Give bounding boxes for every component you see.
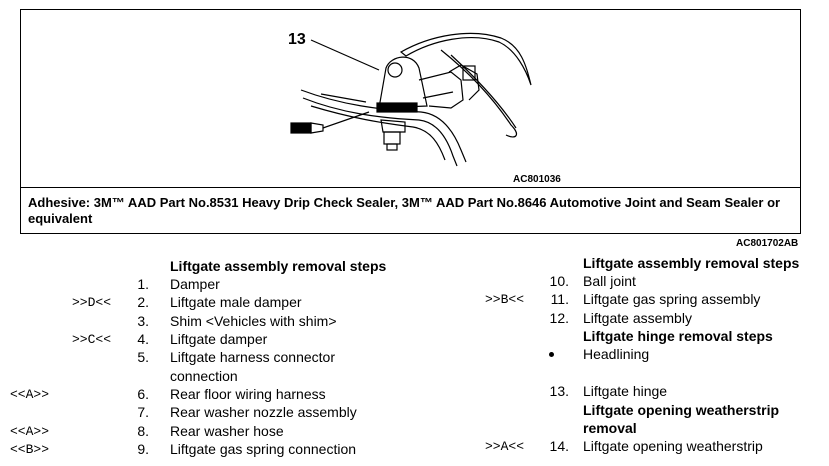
step-number: 13. xyxy=(549,383,569,399)
step-text: Liftgate opening weatherstrip xyxy=(583,438,763,454)
illustration-frame: 13 AC801036 Adhesive: 3M™ AAD Part No.85… xyxy=(20,9,801,234)
step-number: 10. xyxy=(549,273,569,289)
step-number: 3. xyxy=(137,313,149,329)
step-text-continued: connection xyxy=(170,368,238,384)
step-number: 1. xyxy=(137,276,149,292)
figure-code: AC801036 xyxy=(513,174,561,185)
step-text: Rear washer hose xyxy=(170,423,284,439)
step-text: Liftgate gas spring assembly xyxy=(583,291,761,307)
right-heading-weatherstrip-continued: removal xyxy=(583,420,637,436)
right-heading-assembly: Liftgate assembly removal steps xyxy=(583,255,800,271)
right-heading-hinge: Liftgate hinge removal steps xyxy=(583,328,773,344)
step-mark: <<A>> xyxy=(10,424,50,439)
bullet-icon xyxy=(549,352,554,357)
step-mark: >>C<< xyxy=(72,332,112,347)
step-number: 5. xyxy=(137,349,149,365)
step-text: Shim <Vehicles with shim> xyxy=(170,313,337,329)
step-number: 6. xyxy=(137,386,149,402)
step-number: 7. xyxy=(137,404,149,420)
step-number: 2. xyxy=(137,294,149,310)
step-text: Liftgate gas spring connection xyxy=(170,441,357,457)
step-text: Liftgate hinge xyxy=(583,383,668,399)
step-number: 8. xyxy=(137,423,149,439)
left-heading: Liftgate assembly removal steps xyxy=(170,258,387,274)
outer-figure-code: AC801702AB xyxy=(736,238,799,249)
step-number: 9. xyxy=(137,441,149,457)
step-text-headlining: Headlining xyxy=(583,346,650,362)
step-text: Damper xyxy=(170,276,220,292)
step-number: 12. xyxy=(549,310,569,326)
callout-13: 13 xyxy=(288,31,306,48)
step-text: Liftgate assembly xyxy=(583,310,692,326)
separator-line xyxy=(21,187,800,188)
step-mark: >>D<< xyxy=(72,295,112,310)
adhesive-note: Adhesive: 3M™ AAD Part No.8531 Heavy Dri… xyxy=(28,195,781,226)
step-mark: >>B<< xyxy=(485,292,525,307)
step-mark: <<A>> xyxy=(10,387,50,402)
step-text: Rear floor wiring harness xyxy=(170,386,326,402)
step-text: Ball joint xyxy=(583,273,636,289)
step-number: 14. xyxy=(549,438,569,454)
step-text: Liftgate damper xyxy=(170,331,268,347)
step-text: Liftgate male damper xyxy=(170,294,302,310)
right-heading-weatherstrip: Liftgate opening weatherstrip xyxy=(583,402,780,418)
step-mark: >>A<< xyxy=(485,439,525,454)
step-number: 11. xyxy=(550,291,569,307)
step-text: Liftgate harness connector xyxy=(170,349,335,365)
liftgate-hinge-illustration xyxy=(290,32,532,167)
step-text: Rear washer nozzle assembly xyxy=(170,404,357,420)
step-mark: <<B>> xyxy=(10,442,50,457)
step-number: 4. xyxy=(137,331,149,347)
